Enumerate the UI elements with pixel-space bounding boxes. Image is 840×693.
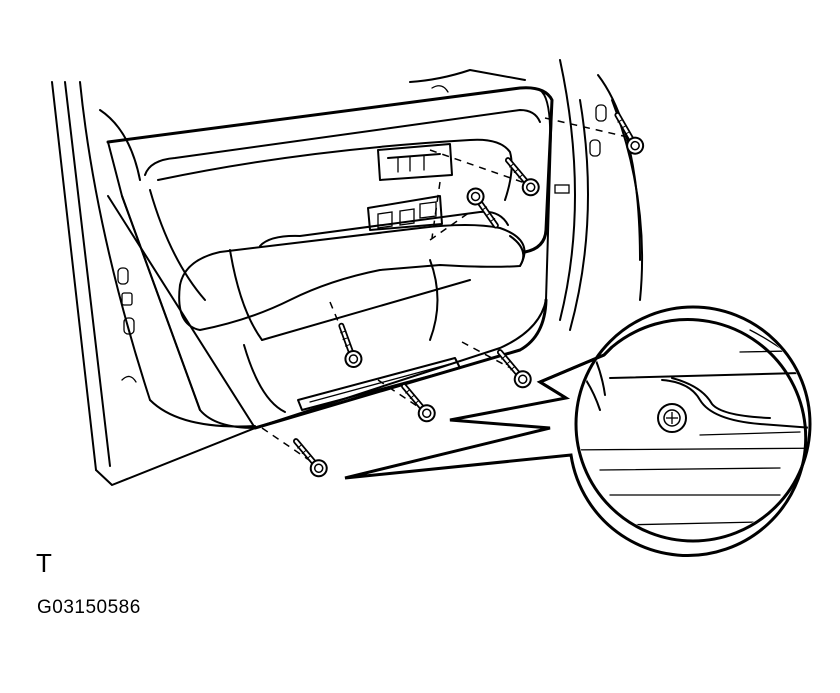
door-trim-panel [106, 86, 554, 430]
view-code-label: T [36, 548, 52, 578]
screw-icon [463, 187, 501, 225]
door-frame [51, 59, 644, 486]
screw-group [261, 115, 649, 477]
screw-icon [327, 326, 371, 370]
screw-icon [293, 441, 329, 477]
detail-callout [344, 305, 812, 557]
figure-id-label: G03150586 [37, 597, 141, 618]
screw-icon [497, 352, 533, 388]
screw-icon [401, 386, 437, 422]
screw-icon [609, 115, 649, 155]
